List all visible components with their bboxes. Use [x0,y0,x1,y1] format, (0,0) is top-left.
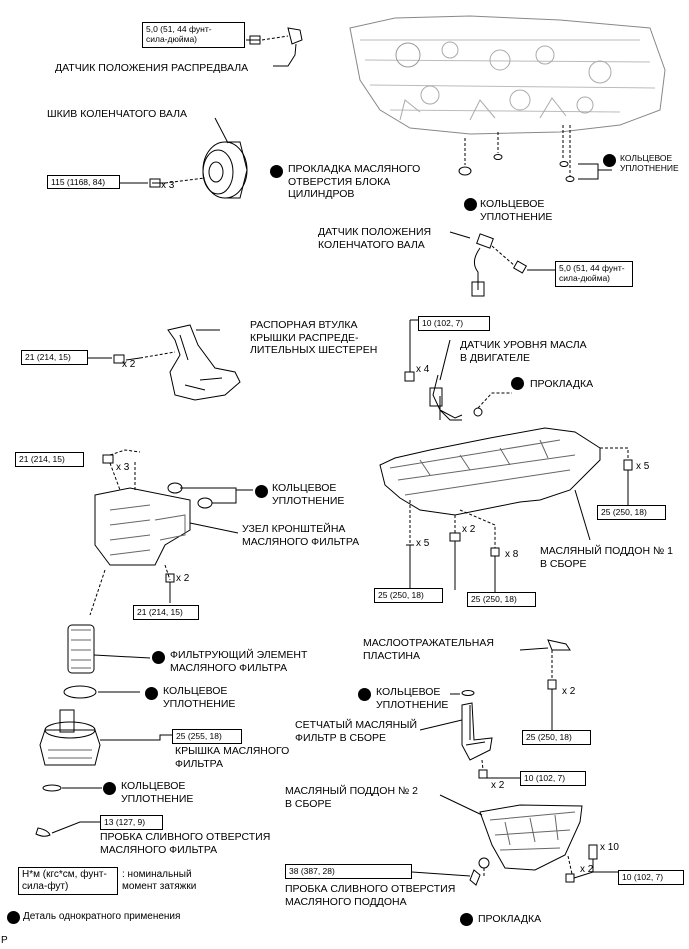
crank-pulley-label: ШКИВ КОЛЕНЧАТОГО ВАЛА [47,108,187,120]
single-use-dot [255,485,268,498]
qty-pan2-a: x 10 [600,842,619,853]
torque-pan2: 10 (102, 7) [618,870,684,885]
torque-spacer: 21 (214, 15) [21,350,88,365]
spacer-label: РАСПОРНАЯ ВТУЛКА КРЫШКИ РАСПРЕДЕ- ЛИТЕЛЬ… [250,319,378,356]
torque-strainer: 10 (102, 7) [520,771,586,786]
filter-bracket-label: УЗЕЛ КРОНШТЕЙНА МАСЛЯНОГО ФИЛЬТРА [242,523,360,548]
single-use-dot [358,688,371,701]
qty-pan1-8: x 8 [505,549,519,560]
gasket-bottom-label: ПРОКЛАДКА [478,913,542,925]
torque-bracket-top: 21 (214, 15) [15,452,84,467]
qty-bracket-bottom: x 2 [176,573,190,584]
cam-sensor-label: ДАТЧИК ПОЛОЖЕНИЯ РАСПРЕДВАЛА [55,62,249,74]
single-use-dot [270,165,283,178]
qty-spacer: x 2 [122,359,136,370]
qty-baffle: x 2 [562,686,576,697]
qty-pan1-left: x 5 [416,538,430,549]
filter-element-label: ФИЛЬТРУЮЩИЙ ЭЛЕМЕНТ МАСЛЯНОГО ФИЛЬТРА [170,649,308,674]
o-ring-bracket-label: КОЛЬЦЕВОЕ УПЛОТНЕНИЕ [272,482,345,507]
single-use-dot [460,913,473,926]
oil-pan-2-label: МАСЛЯНЫЙ ПОДДОН № 2 В СБОРЕ [285,785,418,810]
torque-pan1-bm: 25 (250, 18) [467,592,536,607]
qty-pan1-mid: x 2 [462,524,476,535]
o-ring-top-right-label: КОЛЬЦЕВОЕ УПЛОТНЕНИЕ [620,153,679,173]
filter-cap-label: КРЫШКА МАСЛЯНОГО ФИЛЬТРА [175,745,290,770]
oil-pan-1-label: МАСЛЯНЫЙ ПОДДОН № 1 В СБОРЕ [540,545,673,570]
single-use-dot [103,782,116,795]
engine-block-drawing [349,15,666,135]
torque-level-sensor: 10 (102, 7) [418,316,490,331]
qty-pan1-right: x 5 [636,461,650,472]
torque-pan1-right: 25 (250, 18) [597,505,666,520]
torque-baffle: 25 (250, 18) [522,730,591,745]
single-use-dot [464,198,477,211]
corner-mark: P [1,935,8,946]
oil-level-sensor-label: ДАТЧИК УРОВНЯ МАСЛА В ДВИГАТЕЛЕ [460,339,587,364]
legend-single-use-text: Деталь однократного применения [23,911,181,922]
qty-bracket-top: x 3 [116,462,130,473]
torque-pan1-bl: 25 (250, 18) [374,588,443,603]
single-use-dot [152,651,165,664]
o-ring-cap-label: КОЛЬЦЕВОЕ УПЛОТНЕНИЕ [121,780,194,805]
legend-single-use-dot [7,911,20,924]
torque-pan-drain: 38 (387, 28) [285,864,412,879]
block-gasket-label: ПРОКЛАДКА МАСЛЯНОГО ОТВЕРСТИЯ БЛОКА ЦИЛИ… [288,163,421,200]
qty-level: x 4 [416,364,430,375]
torque-cam-sensor: 5,0 (51, 44 фунт- сила-дюйма) [142,22,245,48]
torque-filter-drain: 13 (127, 9) [100,815,163,830]
pan-drain-plug-label: ПРОБКА СЛИВНОГО ОТВЕРСТИЯ МАСЛЯНОГО ПОДД… [285,883,456,908]
torque-crank-pulley: 115 (1168, 84) [47,175,120,189]
single-use-dot [603,154,616,167]
legend-unit-box: Н*м (кгс*см, фунт- сила-фут) [18,867,118,895]
filter-drain-plug-label: ПРОБКА СЛИВНОГО ОТВЕРСТИЯ МАСЛЯНОГО ФИЛЬ… [100,831,271,856]
o-ring-strainer-label: КОЛЬЦЕВОЕ УПЛОТНЕНИЕ [376,686,449,711]
torque-filter-cap: 25 (255, 18) [172,729,242,744]
single-use-dot [511,377,524,390]
torque-bracket-bottom: 21 (214, 15) [133,605,199,620]
legend-unit-desc: : номинальный момент затяжки [122,869,197,892]
qty-strainer: x 2 [491,780,505,791]
qty-pan2-b: x 2 [580,864,594,875]
strainer-label: СЕТЧАТЫЙ МАСЛЯНЫЙ ФИЛЬТР В СБОРЕ [295,719,418,744]
o-ring-top-mid-label: КОЛЬЦЕВОЕ УПЛОТНЕНИЕ [480,198,553,223]
baffle-label: МАСЛООТРАЖАТЕЛЬНАЯ ПЛАСТИНА [363,637,494,662]
qty-pulley: x 3 [161,180,175,191]
gasket-level-label: ПРОКЛАДКА [530,378,594,390]
torque-crank-sensor: 5,0 (51, 44 фунт- сила-дюйма) [555,261,633,287]
single-use-dot [145,687,158,700]
crank-sensor-label: ДАТЧИК ПОЛОЖЕНИЯ КОЛЕНЧАТОГО ВАЛА [318,226,432,251]
o-ring-filter-label: КОЛЬЦЕВОЕ УПЛОТНЕНИЕ [163,685,236,710]
